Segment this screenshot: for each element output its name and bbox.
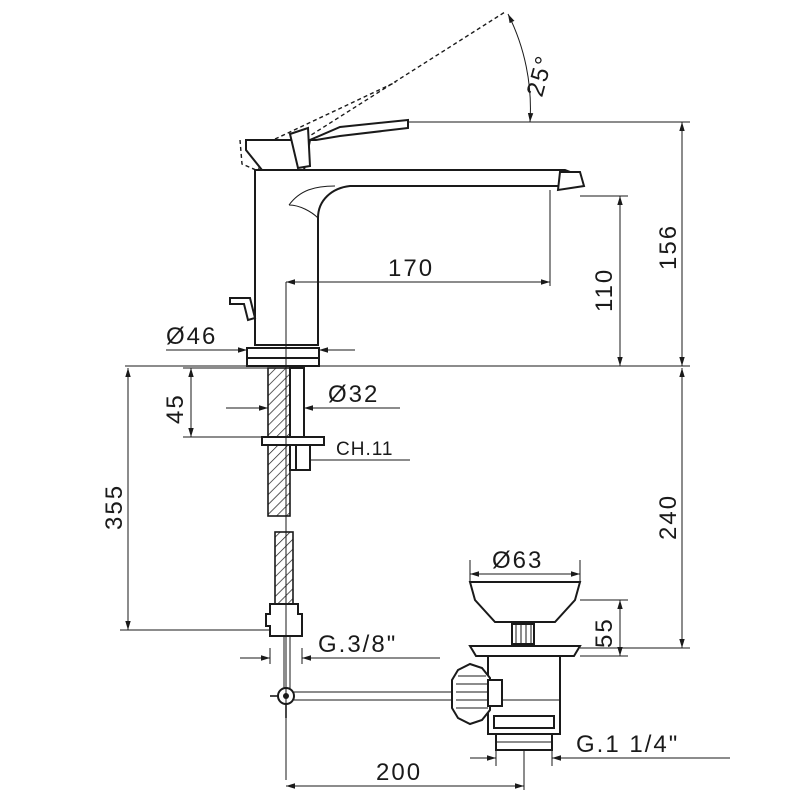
label-spout-reach: 170 — [388, 255, 434, 282]
shank-and-hose — [261, 367, 325, 690]
label-hose-length: 355 — [101, 484, 128, 530]
label-max-deck: 240 — [655, 494, 682, 540]
label-waste-diameter: Ø63 — [492, 547, 543, 574]
label-waste-thread: G.1 1/4" — [576, 731, 679, 758]
label-base-diameter: Ø46 — [166, 323, 217, 350]
label-spout-height: 110 — [591, 268, 618, 312]
label-waste-height: 55 — [591, 617, 618, 648]
popup-rod — [270, 687, 456, 718]
dimension-lines — [120, 13, 730, 790]
label-shank-diameter: Ø32 — [328, 381, 379, 408]
label-angle: 25° — [522, 52, 559, 100]
label-hose-thread: G.3/8" — [318, 631, 397, 658]
dimension-labels: 25° 156 110 170 Ø46 Ø32 45 CH.11 240 355… — [101, 52, 682, 786]
label-nut-size: CH.11 — [336, 439, 393, 460]
label-height-total: 156 — [655, 224, 682, 270]
waste-assembly — [451, 581, 582, 751]
faucet-body — [229, 11, 586, 367]
label-rod-length: 200 — [376, 759, 422, 786]
label-fix-depth: 45 — [162, 393, 189, 424]
